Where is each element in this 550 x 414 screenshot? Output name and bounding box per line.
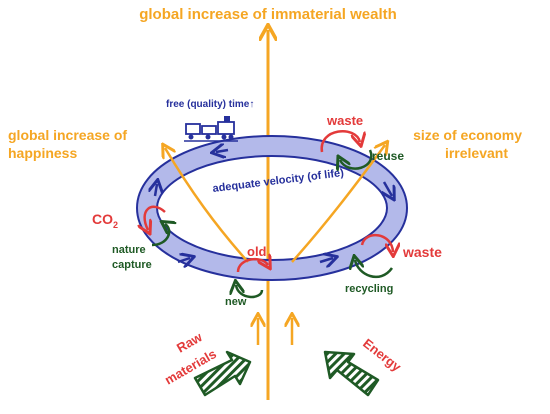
waste-loop-arrow	[320, 130, 360, 153]
waste-top-label: waste	[326, 113, 363, 128]
old-label: old	[247, 244, 267, 259]
waste-right-loop-arrow	[360, 234, 393, 252]
economy-arrow	[291, 145, 385, 263]
energy-arrow	[323, 350, 380, 397]
nature-label: nature	[112, 244, 146, 256]
capture-loop-arrow	[151, 224, 169, 247]
raw-materials-arrow	[193, 350, 252, 397]
ring-flow-arrow	[384, 181, 392, 196]
ring-flow-arrow	[177, 258, 190, 262]
recycling-loop-arrow	[355, 260, 394, 279]
title-happiness-line2: happiness	[8, 145, 77, 161]
train-icon	[184, 116, 238, 142]
recycling-label: recycling	[345, 283, 393, 295]
ring-flow-arrow	[155, 184, 157, 197]
co2-label: CO2	[92, 211, 118, 230]
reuse-loop-arrow	[340, 149, 373, 169]
waste-right-label: waste	[402, 244, 442, 260]
capture-label: capture	[112, 259, 152, 271]
co2-loop-arrow	[145, 205, 166, 230]
title-happiness-line1: global increase of	[8, 127, 127, 143]
title-immaterial-wealth: global increase of immaterial wealth	[139, 6, 397, 23]
new-label: new	[225, 296, 247, 308]
ring-flow-arrow	[216, 150, 229, 152]
adequate-velocity-label: adequate velocity (of life)	[212, 167, 345, 195]
old-loop-arrow	[236, 259, 268, 273]
ring-flow-arrow	[319, 258, 333, 262]
title-economy-line1: size of economy	[413, 127, 522, 143]
energy-label: Energy	[360, 336, 405, 375]
cycle-ring-fill	[138, 137, 406, 279]
title-economy-line2: irrelevant	[445, 145, 508, 161]
reuse-label: reuse	[372, 149, 404, 163]
free-time-label: free (quality) time↑	[166, 99, 254, 110]
happiness-arrow	[165, 148, 249, 263]
new-loop-arrow	[236, 285, 264, 299]
